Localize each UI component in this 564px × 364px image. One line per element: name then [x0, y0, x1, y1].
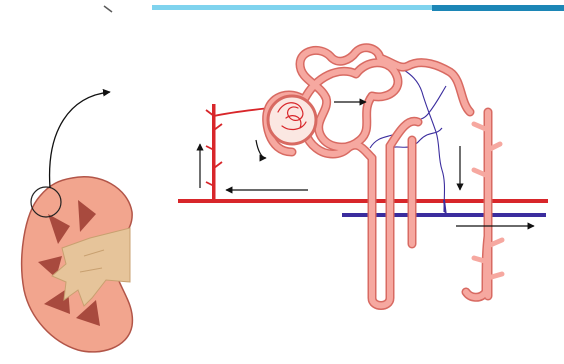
collecting-duct-end — [466, 236, 488, 297]
loop-of-henle — [372, 146, 390, 306]
curved-arrow-icon — [50, 92, 110, 188]
afferent-arteriole — [214, 108, 270, 116]
nephron-tubule — [267, 48, 502, 306]
curved-arrow-icon — [256, 140, 266, 158]
kidney — [22, 177, 133, 352]
